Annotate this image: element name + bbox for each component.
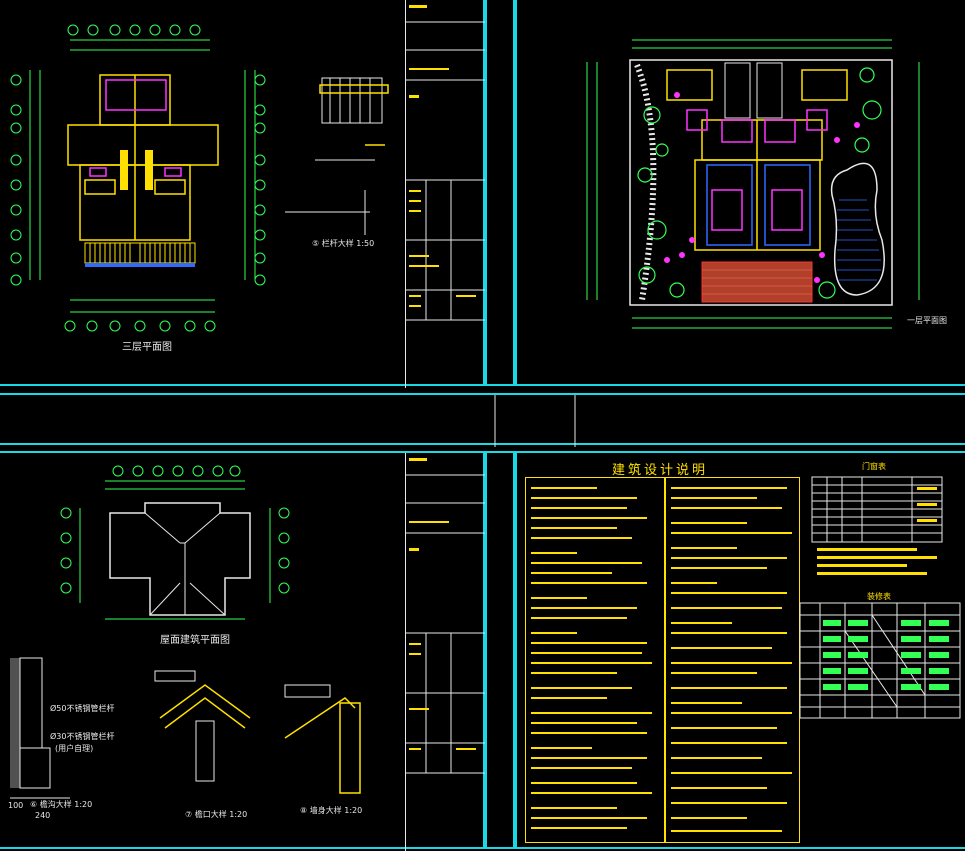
title-block-bottom-left bbox=[405, 453, 486, 851]
floor-plan-3f-drawing bbox=[10, 24, 389, 332]
roof-plan-drawing bbox=[10, 465, 361, 799]
title-strip-top bbox=[485, 0, 515, 386]
design-notes-col-1 bbox=[525, 477, 665, 843]
wall-note-1: Ø50不锈钢管栏杆 bbox=[50, 704, 115, 713]
sheet-bottom-left: 屋面建筑平面图 Ø50不锈钢管栏杆 Ø30不锈钢管栏杆 (用户自理) 100 2… bbox=[0, 451, 486, 851]
wall-note-3: (用户自理) bbox=[55, 744, 94, 753]
wall-note-2: Ø30不锈钢管栏杆 bbox=[50, 732, 115, 741]
detail-title-gutter: ⑥ 檐沟大样 1:20 bbox=[30, 800, 93, 809]
detail-title-wall: ⑧ 墙身大样 1:20 bbox=[300, 806, 363, 815]
sheet-top-left: 三层平面图 ⑤ 栏杆大样 1:50 bbox=[0, 0, 486, 388]
sheet-bottom-right: 建筑设计说明 门窗表 装 bbox=[515, 451, 965, 849]
middle-band bbox=[0, 393, 965, 447]
sheet-top-right: 一层平面图 bbox=[515, 0, 965, 386]
dim-100: 100 bbox=[8, 801, 24, 810]
title-strip-bottom bbox=[485, 451, 515, 849]
sheet-title-3f: 三层平面图 bbox=[122, 342, 172, 353]
window-door-table-title: 门窗表 bbox=[862, 462, 886, 471]
roof-plan-title: 屋面建筑平面图 bbox=[160, 635, 230, 646]
detail-title-eave: ⑦ 檐口大样 1:20 bbox=[185, 810, 248, 819]
design-notes-title: 建筑设计说明 bbox=[612, 463, 709, 478]
notes-text-lines bbox=[531, 476, 961, 832]
dim-240: 240 bbox=[35, 811, 51, 820]
finishes-table-title: 装修表 bbox=[867, 592, 891, 601]
site-plan-label: 一层平面图 bbox=[907, 316, 947, 325]
site-plan-drawing bbox=[586, 39, 920, 329]
detail-title-railing: ⑤ 栏杆大样 1:50 bbox=[312, 239, 375, 248]
title-block-top-left bbox=[405, 0, 486, 388]
